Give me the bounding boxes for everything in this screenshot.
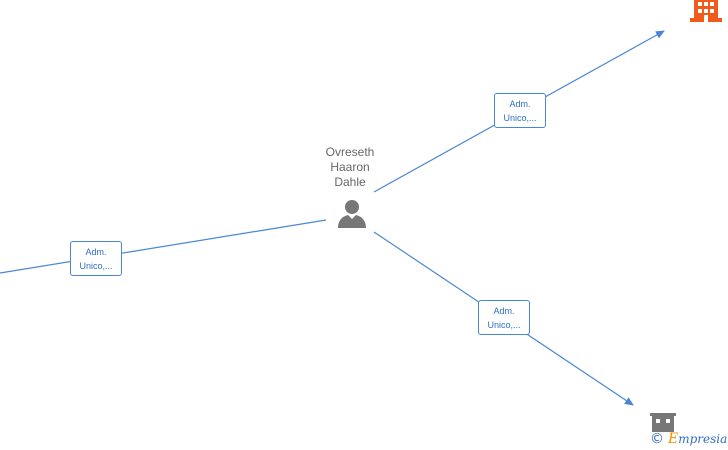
relation-label[interactable]: Adm. Unico,...	[494, 93, 546, 128]
copyright-icon: ©	[650, 431, 664, 447]
relation-label-line: Unico,...	[487, 320, 521, 330]
brand-initial: E	[668, 431, 679, 447]
building-icon[interactable]	[690, 0, 722, 22]
relation-label-line: Adm.	[85, 247, 107, 257]
person-icon[interactable]	[336, 198, 368, 230]
brand-logo: Empresia	[668, 430, 727, 448]
person-name-line: Ovreseth	[325, 145, 375, 159]
brand-watermark: © Empresia	[650, 430, 727, 448]
building-icon[interactable]	[650, 412, 676, 432]
relation-label[interactable]: Adm. Unico,...	[478, 300, 530, 335]
edge-to-left[interactable]	[0, 219, 327, 274]
relation-label-line: Adm.	[509, 99, 531, 109]
relation-label-line: Unico,...	[503, 113, 537, 123]
relation-label-line: Adm.	[493, 306, 515, 316]
relation-label-line: Unico,...	[79, 261, 113, 271]
relation-label[interactable]: Adm. Unico,...	[70, 241, 122, 276]
brand-rest: mpresia	[678, 432, 728, 446]
person-name-line: Haaron	[330, 160, 370, 174]
person-name[interactable]: Ovreseth Haaron Dahle	[312, 145, 388, 190]
person-name-line: Dahle	[334, 175, 366, 189]
